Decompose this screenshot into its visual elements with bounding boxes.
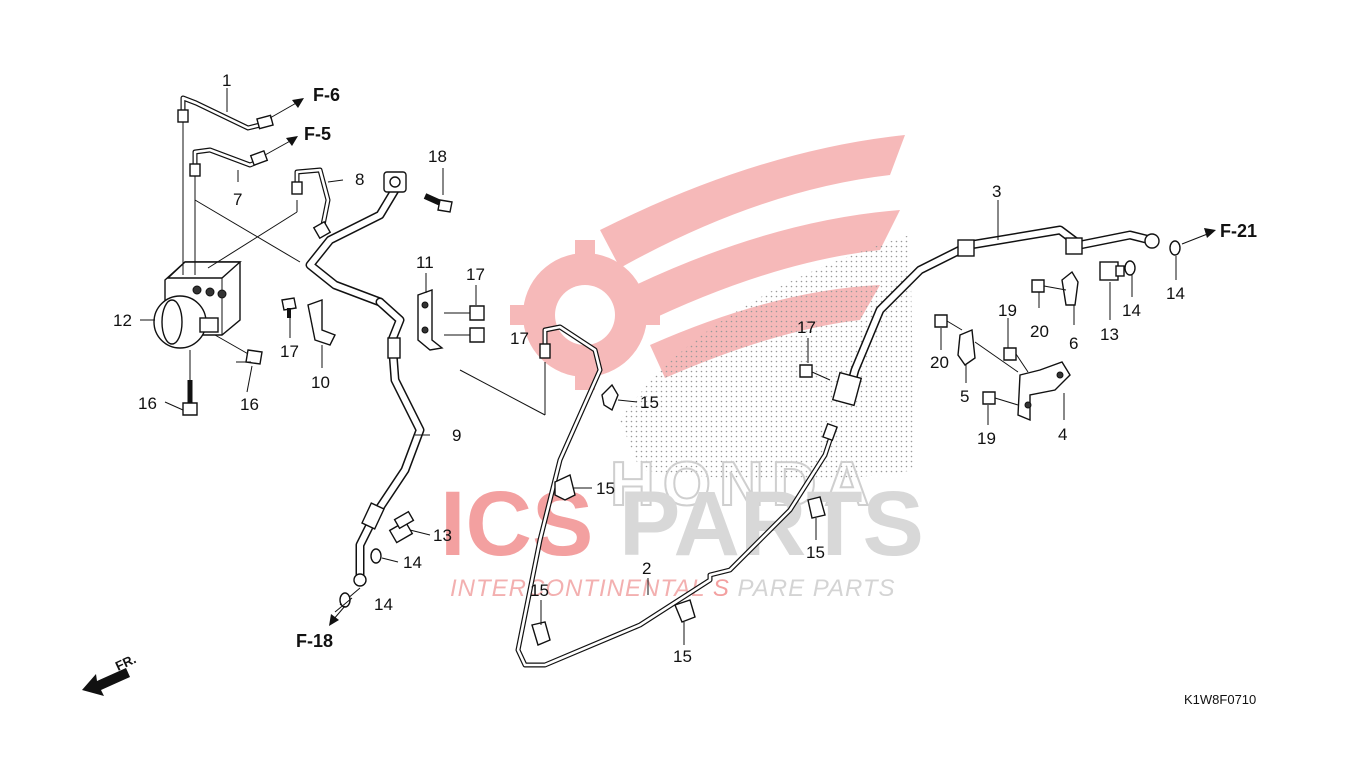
banjo-bolt-13-left[interactable] bbox=[388, 510, 415, 544]
watermark-brand: ICS PARTS bbox=[440, 473, 924, 575]
brake-hose-9[interactable] bbox=[353, 297, 425, 587]
watermark-honda: HONDA bbox=[610, 450, 877, 519]
bracket-4[interactable] bbox=[1017, 361, 1071, 422]
watermark: HONDA ICS PARTS INTERCONTINENTAL S PARE … bbox=[440, 135, 924, 602]
callout-19-a[interactable]: 19 bbox=[998, 301, 1017, 320]
callout-5[interactable]: 5 bbox=[960, 387, 969, 406]
bolt-17-upper[interactable] bbox=[444, 305, 485, 321]
washer-14-left-lower[interactable] bbox=[339, 592, 351, 608]
ref-arrow-f5 bbox=[264, 136, 298, 156]
callout-17-a[interactable]: 17 bbox=[466, 265, 485, 284]
front-direction-arrow: FR. bbox=[82, 651, 138, 696]
callout-6[interactable]: 6 bbox=[1069, 334, 1078, 353]
brake-pipe-7[interactable] bbox=[189, 147, 269, 177]
callout-20-a[interactable]: 20 bbox=[1030, 322, 1049, 341]
callout-14-d[interactable]: 14 bbox=[1166, 284, 1185, 303]
ref-f6[interactable]: F-6 bbox=[313, 85, 340, 105]
bracket-6[interactable] bbox=[1061, 270, 1079, 306]
bolt-19-upper[interactable] bbox=[1003, 347, 1029, 373]
callout-15-d[interactable]: 15 bbox=[673, 647, 692, 666]
callout-1[interactable]: 1 bbox=[222, 71, 231, 90]
callout-8[interactable]: 8 bbox=[355, 170, 364, 189]
clip-15-d[interactable] bbox=[674, 599, 696, 623]
bolt-17-center[interactable] bbox=[799, 364, 831, 381]
brake-pipe-8[interactable] bbox=[291, 167, 332, 240]
callout-3[interactable]: 3 bbox=[992, 182, 1001, 201]
callout-20-b[interactable]: 20 bbox=[930, 353, 949, 372]
callout-10[interactable]: 10 bbox=[311, 373, 330, 392]
brake-hose-3[interactable] bbox=[831, 225, 1160, 407]
callout-14-a[interactable]: 14 bbox=[403, 553, 422, 572]
callout-15-e[interactable]: 15 bbox=[806, 543, 825, 562]
watermark-tagline-a: INTERCONTINENTAL bbox=[450, 575, 713, 602]
washer-14-right-b[interactable] bbox=[1169, 240, 1181, 256]
clip-15-e[interactable] bbox=[807, 496, 826, 519]
callout-16-a[interactable]: 16 bbox=[138, 394, 157, 413]
bolt-18[interactable] bbox=[423, 193, 453, 213]
abs-modulator[interactable] bbox=[153, 261, 242, 349]
callout-12[interactable]: 12 bbox=[113, 311, 132, 330]
ref-arrow-f18 bbox=[329, 605, 346, 626]
callout-15-c[interactable]: 15 bbox=[530, 581, 549, 600]
callout-4[interactable]: 4 bbox=[1058, 425, 1067, 444]
ref-arrow-f21 bbox=[1181, 228, 1216, 245]
wing-stripe-1 bbox=[600, 135, 905, 268]
holder-5[interactable] bbox=[957, 328, 976, 366]
callout-13-a[interactable]: 13 bbox=[433, 526, 452, 545]
callout-18[interactable]: 18 bbox=[428, 147, 447, 166]
callout-19-b[interactable]: 19 bbox=[977, 429, 996, 448]
bracket-10[interactable] bbox=[307, 299, 336, 346]
callout-15-b[interactable]: 15 bbox=[596, 479, 615, 498]
bolt-17-lower[interactable] bbox=[444, 327, 485, 343]
diagram-code: K1W8F0710 bbox=[1184, 692, 1256, 707]
ref-f18[interactable]: F-18 bbox=[296, 631, 333, 651]
ref-arrow-f6 bbox=[269, 98, 304, 119]
callout-14-c[interactable]: 14 bbox=[1122, 301, 1141, 320]
clip-15-c[interactable] bbox=[531, 621, 551, 646]
washer-14-left-upper[interactable] bbox=[370, 548, 382, 564]
callout-14-b[interactable]: 14 bbox=[374, 595, 393, 614]
watermark-tagline-s: S bbox=[713, 575, 730, 602]
brake-pipe-2[interactable] bbox=[515, 324, 838, 668]
clip-15-a[interactable] bbox=[601, 383, 619, 412]
callout-17-c[interactable]: 17 bbox=[280, 342, 299, 361]
bolt-16-bottom[interactable] bbox=[182, 350, 198, 416]
watermark-tagline: INTERCONTINENTAL S PARE PARTS bbox=[450, 575, 896, 602]
ref-f5[interactable]: F-5 bbox=[304, 124, 331, 144]
wing-stripe-2 bbox=[625, 210, 900, 325]
clip-15-b[interactable] bbox=[554, 474, 576, 501]
bolt-17-left[interactable] bbox=[281, 297, 297, 318]
callout-9[interactable]: 9 bbox=[452, 426, 461, 445]
bolt-20-left[interactable] bbox=[934, 314, 963, 331]
front-label: FR. bbox=[113, 651, 138, 673]
ref-f21[interactable]: F-21 bbox=[1220, 221, 1257, 241]
callout-16-b[interactable]: 16 bbox=[240, 395, 259, 414]
brake-hose-upper[interactable] bbox=[305, 171, 407, 307]
bolt-20-right[interactable] bbox=[1031, 279, 1067, 293]
callout-17-d[interactable]: 17 bbox=[797, 318, 816, 337]
banjo-bolt-13-right[interactable] bbox=[1099, 261, 1125, 281]
bolt-16-right[interactable] bbox=[214, 334, 263, 365]
watermark-brand-parts: PARTS bbox=[619, 473, 924, 575]
watermark-tagline-b: PARE PARTS bbox=[738, 575, 896, 602]
callout-15-a[interactable]: 15 bbox=[640, 393, 659, 412]
brake-pipe-1[interactable] bbox=[177, 95, 274, 131]
callout-11[interactable]: 11 bbox=[416, 253, 434, 272]
callout-7[interactable]: 7 bbox=[233, 190, 242, 209]
washer-14-right-a[interactable] bbox=[1124, 260, 1136, 276]
dotted-wing-texture bbox=[620, 235, 915, 480]
callout-2[interactable]: 2 bbox=[642, 559, 651, 578]
bolt-19-lower[interactable] bbox=[982, 391, 1019, 406]
gear-icon bbox=[510, 240, 660, 390]
callout-13-b[interactable]: 13 bbox=[1100, 325, 1119, 344]
callout-17-b[interactable]: 17 bbox=[510, 329, 529, 348]
bracket-11[interactable] bbox=[417, 289, 444, 351]
